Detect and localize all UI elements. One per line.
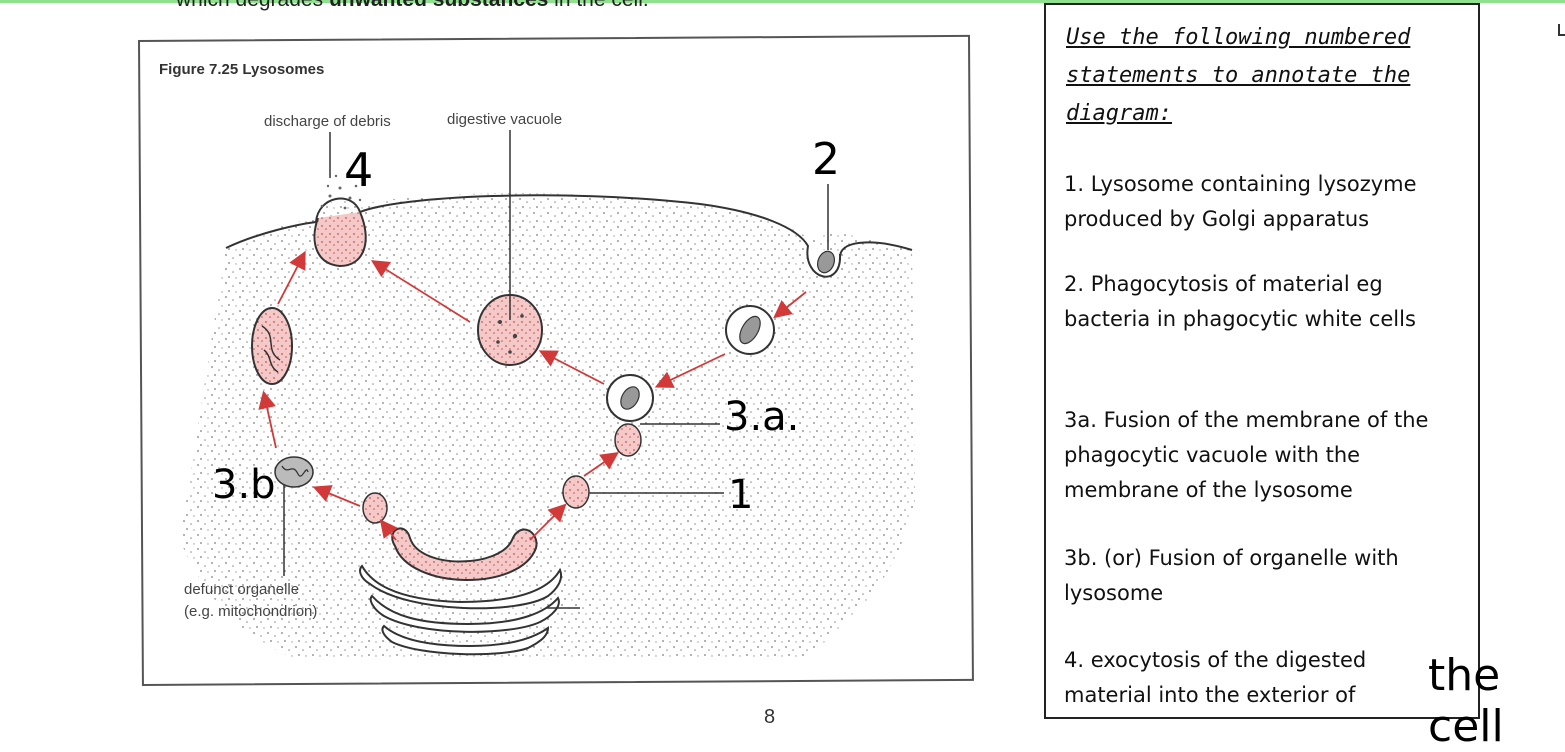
lysosome-diagram: Figure 7.25 Lysosomes discharge of debri…	[159, 61, 915, 660]
lysosome-left	[362, 492, 388, 524]
statement-3b: 3b. (or) Fusion of organelle with lysoso…	[1064, 546, 1399, 605]
panel-title: Use the following numbered statements to…	[1066, 25, 1411, 126]
edge-mark	[1558, 24, 1565, 36]
label-discharge-of-debris: discharge of debris	[264, 113, 391, 130]
leader-lines	[283, 130, 829, 576]
annotation-3a: 3.a.	[724, 394, 799, 440]
label-digestive-vacuole: digestive vacuole	[447, 111, 562, 128]
statement-1: 1. Lysosome containing lysozyme produced…	[1064, 172, 1417, 231]
label-defunct-organelle: defunct organelle	[184, 581, 299, 598]
golgi-apparatus	[359, 527, 562, 656]
annotation-1: 1	[728, 472, 753, 518]
cropped-page-text: which degrades unwanted substances in th…	[176, 0, 649, 12]
page-number: 8	[764, 706, 776, 728]
mitochondrion	[274, 456, 314, 488]
debris-dots	[320, 174, 362, 210]
digestive-debris	[496, 314, 524, 354]
instructions-panel: Use the following numbered statements to…	[1044, 3, 1480, 719]
annotation-4: 4	[344, 143, 373, 197]
statement-2: 2. Phagocytosis of material eg bacteria …	[1064, 272, 1416, 331]
lysosome-lower	[562, 475, 590, 509]
fusing-bacterium	[620, 386, 640, 410]
engulfed-bacterium	[816, 250, 836, 274]
cytoplasm	[180, 193, 915, 660]
vacuole-bacterium	[739, 315, 761, 345]
top-highlight-bar	[0, 0, 1565, 3]
exocytosis-vesicle	[313, 211, 367, 268]
label-defunct-example: (e.g. mitochondrion)	[184, 603, 317, 620]
statement-4: 4. exocytosis of the digested material i…	[1064, 648, 1367, 707]
lysosome-upper	[614, 423, 642, 457]
statement-3a: 3a. Fusion of the membrane of the phagoc…	[1064, 408, 1429, 502]
annotation-3b: 3.b	[212, 462, 276, 508]
figure-title: Figure 7.25 Lysosomes	[159, 61, 324, 78]
annotation-2: 2	[812, 134, 840, 185]
handwritten-the-cell: the cell	[1428, 650, 1504, 752]
process-arrows	[258, 250, 807, 541]
